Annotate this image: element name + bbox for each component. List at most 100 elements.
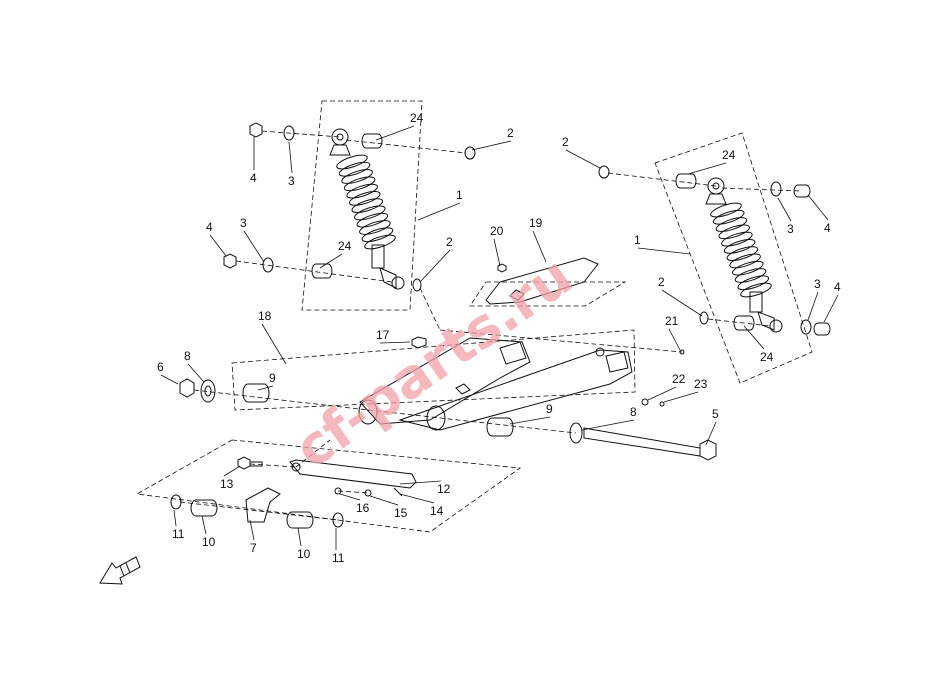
leader-line [375,125,415,141]
spring-coil [364,234,396,250]
callout-number: 22 [672,372,686,386]
spring-coil [729,253,761,269]
watermark-text: cf-parts.ru [283,244,583,480]
spring-coil [336,154,368,170]
leader-line [661,289,703,317]
leader-line [807,194,829,221]
swing-arm [358,337,633,431]
leader-lines [160,125,839,550]
spring-coil [351,198,384,213]
callout-number: 8 [184,349,191,363]
spring-coil [740,282,772,298]
callout-number: 17 [376,328,390,342]
callout-number: 16 [356,501,370,515]
callout-number: 18 [258,309,272,323]
leader-line [471,140,512,151]
spring-coil [338,161,371,177]
spring-coil [710,202,742,218]
leader-line [663,391,699,403]
callout-number: 8 [630,405,637,419]
leader-line [647,386,677,401]
leader-line [532,230,547,263]
spring-coil [712,209,745,225]
callout-number: 20 [490,224,504,238]
shock-absorber-left [329,128,405,290]
leader-line [187,363,205,383]
leader-line [223,465,241,477]
callout-number: 3 [288,174,295,188]
leader-line [249,519,255,541]
leader-line [257,385,274,391]
leader-line [807,291,819,321]
hardware [170,122,831,529]
callout-number: 15 [394,506,408,520]
callout-number: 4 [834,280,841,294]
leader-line [209,234,227,257]
spring-coil [732,260,764,276]
callout-number: 24 [410,111,424,125]
spring-coil [715,217,748,232]
callout-number: 14 [430,504,444,518]
callout-number: 10 [297,547,311,561]
callout-number: 9 [269,371,276,385]
callout-number: 13 [220,477,234,491]
callout-number: 4 [206,220,213,234]
leader-line [261,323,287,365]
callout-number: 10 [202,535,216,549]
leader-line [637,247,691,255]
chain-guard [485,257,599,305]
leader-line [288,141,293,174]
spring-coil [734,268,767,283]
leader-line [687,162,727,175]
spring-coil [737,275,770,291]
leader-line [173,509,177,527]
spring-coil [718,224,750,240]
callout-number: 21 [665,314,679,328]
leader-line [668,328,681,351]
spring-coil [343,176,376,192]
callout-number: 3 [814,277,821,291]
leader-line [399,493,435,504]
callout-number: 9 [546,402,553,416]
callout-number: 3 [787,222,794,236]
spring-coil [723,239,756,254]
leader-line [419,249,451,283]
callout-number: 19 [529,216,543,230]
spring-coil [346,183,378,199]
callout-number: 2 [446,235,453,249]
leader-line [160,374,179,385]
leader-line [777,197,792,222]
leader-line [339,493,361,501]
leader-line [581,419,635,431]
shock-absorber-right [705,177,783,333]
spring-coil [721,231,753,247]
spring-coil [341,169,373,184]
leader-line [369,495,399,506]
callout-number: 3 [240,216,247,230]
leader-line [379,341,411,344]
spring-coil [359,220,391,235]
leader-line [493,238,501,267]
callout-number: 2 [658,275,665,289]
leader-line [297,527,302,547]
spring-coil [356,212,389,228]
callout-number: 23 [694,377,708,391]
callout-number: 2 [562,135,569,149]
callout-number: 5 [712,407,719,421]
callout-number: 1 [456,188,463,202]
leader-line [243,230,265,263]
leader-line [509,416,551,425]
spring-coil [361,227,394,243]
callout-number: 4 [250,171,257,185]
spring-coil [348,191,381,206]
callout-number: 24 [722,148,736,162]
callout-number: 4 [824,221,831,235]
callout-number: 7 [250,541,257,555]
callout-number: 11 [172,527,185,541]
arrow-pointer-icon [99,556,141,585]
callout-number: 6 [157,360,164,374]
leader-line [201,515,207,535]
